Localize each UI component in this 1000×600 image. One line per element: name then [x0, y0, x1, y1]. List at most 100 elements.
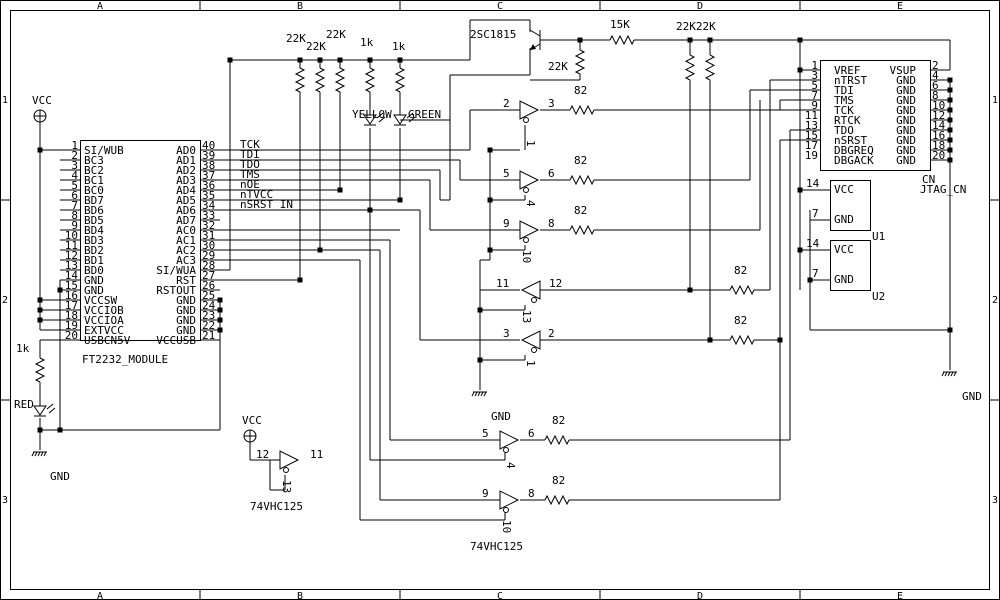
- ground-left-hatch: [34, 451, 38, 457]
- frame-row-2-right: 2: [992, 295, 998, 306]
- r82-1-label: 82: [574, 84, 587, 97]
- module-pin-name-38: AD2: [176, 164, 196, 177]
- module-pin-name-18: VCCIOA: [84, 314, 124, 327]
- module-pin-name-28: SI/WUA: [156, 264, 196, 277]
- junction-dot: [947, 77, 953, 83]
- junction-dot: [37, 147, 43, 153]
- r1k-left-label: 1k: [16, 342, 30, 355]
- r82-7-label: 82: [552, 474, 565, 487]
- frame-col-c-bottom: C: [497, 591, 503, 600]
- led-red: RED: [14, 398, 56, 417]
- ground-mid-hatch: [474, 391, 478, 397]
- jtag-pin-name-11: RTCK: [834, 114, 861, 127]
- jtag-pin-number-15: 15: [805, 129, 818, 142]
- module-pin-number-32: 32: [202, 219, 215, 232]
- buffer-gates: [279, 100, 541, 513]
- junction-dot: [807, 277, 813, 283]
- jtag-pin-number-18: 18: [932, 139, 945, 152]
- module-pin-name-4: BC1: [84, 174, 104, 187]
- b3-in: 9: [503, 217, 510, 230]
- vcc-spare-label: VCC: [242, 414, 262, 427]
- module-pin-name-26: RSTOUT: [156, 284, 196, 297]
- module-pin-name-23: GND: [176, 314, 196, 327]
- ground-mid-hatch: [480, 391, 484, 397]
- b4-in: 11: [496, 277, 509, 290]
- module-pin-number-36: 36: [202, 179, 215, 192]
- u1-gnd: GND: [834, 213, 854, 226]
- resistor-22k-c: [334, 67, 346, 93]
- module-pin-number-5: 5: [71, 179, 78, 192]
- ground-right-hatch: [944, 371, 948, 377]
- frame-col-e-bottom: E: [897, 591, 903, 600]
- resistor-82-7: [544, 494, 570, 506]
- b2-oe: 4: [524, 200, 537, 207]
- module-pin-number-7: 7: [71, 199, 78, 212]
- frame-row-3-right: 3: [992, 495, 998, 506]
- junction-dot: [707, 337, 713, 343]
- net-tck: TCK: [240, 138, 260, 151]
- module-pin-name-8: BD5: [84, 214, 104, 227]
- buffer-5-enable-bubble: [531, 347, 537, 353]
- junction-dot: [337, 57, 343, 63]
- resistor-1k-b: [394, 67, 406, 93]
- module-pin-name-15: GND: [84, 284, 104, 297]
- buffer-4-enable-bubble: [531, 297, 537, 303]
- junction-dot: [797, 187, 803, 193]
- jtag-pin-name-7: TMS: [834, 94, 854, 107]
- resistor-1k-a: [364, 67, 376, 93]
- module-pin-name-22: GND: [176, 324, 196, 337]
- frame-col-b-bottom: B: [297, 591, 303, 600]
- frame-col-d-bottom: D: [697, 591, 703, 600]
- junction-dot: [947, 107, 953, 113]
- net-tms: TMS: [240, 168, 260, 181]
- b4-out: 12: [549, 277, 562, 290]
- u2-name: U2: [872, 290, 885, 303]
- jtag-pin-number-9: 9: [811, 99, 818, 112]
- module-pin-number-6: 6: [71, 189, 78, 202]
- junction-dot: [37, 427, 43, 433]
- r1k-b-label: 1k: [392, 40, 406, 53]
- resistor-82-3: [569, 224, 595, 236]
- junction-dot: [797, 67, 803, 73]
- module-pin-name-19: EXTVCC: [84, 324, 124, 337]
- resistors: [34, 34, 755, 506]
- junction-dot: [477, 357, 483, 363]
- led-green-label: GREEN: [408, 108, 441, 121]
- junction-dot: [487, 247, 493, 253]
- led-yellow-label: YELLOW: [352, 108, 392, 121]
- junction-dot: [57, 427, 63, 433]
- ground-left-hatch: [31, 451, 35, 457]
- junction-dot: [217, 317, 223, 323]
- module-pin-number-21: 21: [202, 329, 215, 342]
- junction-dot: [217, 307, 223, 313]
- module-pin-name-1: SI/WUB: [84, 144, 124, 157]
- buffer-spare: [279, 450, 300, 470]
- b1-in: 2: [503, 97, 510, 110]
- module-pin-number-17: 17: [65, 299, 78, 312]
- buffer-pin-labels: 2 3 1 5 6 4 9 8 10 11 12 13 3 2 1 5 6 4 …: [256, 97, 562, 533]
- frame-col-d: D: [697, 1, 703, 12]
- module-pin-name-33: AD7: [176, 214, 196, 227]
- resistor-22k-pair-b: [704, 54, 716, 81]
- ground-right-hatch: [941, 371, 945, 377]
- module-pin-name-2: BC3: [84, 154, 104, 167]
- jtag-name: CN: [922, 173, 935, 186]
- module-pin-name-14: GND: [84, 274, 104, 287]
- module-pin-number-16: 16: [65, 289, 78, 302]
- gnd-mid-label: GND: [491, 410, 511, 423]
- b1-out: 3: [548, 97, 555, 110]
- buffer-2: [519, 170, 540, 190]
- resistor-22k-b: [314, 67, 326, 93]
- module-pin-name-9: BD4: [84, 224, 104, 237]
- b7-out: 8: [528, 487, 535, 500]
- u1-vcc: VCC: [834, 183, 854, 196]
- jtag-pin-number-4: 4: [932, 69, 939, 82]
- module-pin-number-28: 28: [202, 259, 215, 272]
- led-red-label: RED: [14, 398, 34, 411]
- module-pin-number-35: 35: [202, 189, 215, 202]
- buffer-1: [519, 100, 540, 120]
- junction-dot: [487, 197, 493, 203]
- net-noe: nOE: [240, 178, 260, 191]
- buffer-6: [499, 430, 520, 450]
